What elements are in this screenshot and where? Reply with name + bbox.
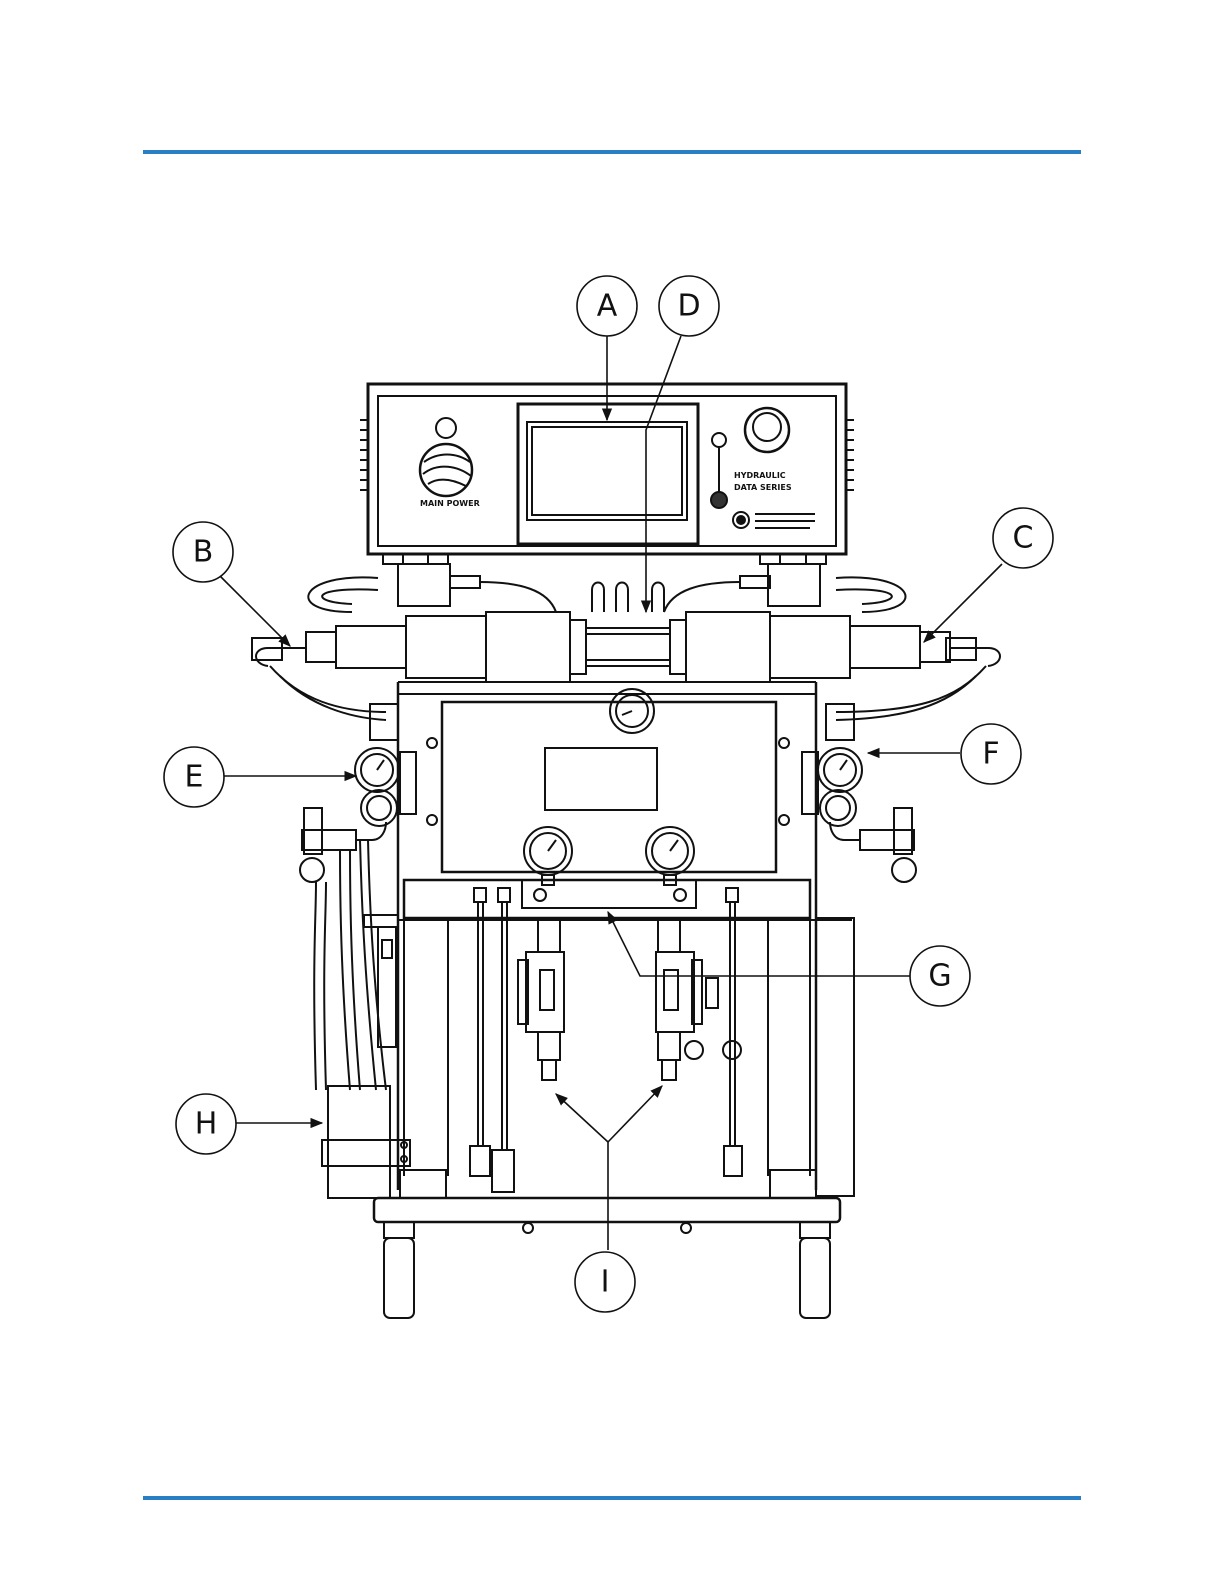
right-pressure-gauges	[802, 704, 916, 882]
sight-tube	[364, 915, 398, 1047]
right-supply-arm	[836, 638, 1000, 720]
machine-frame	[398, 682, 816, 1190]
leader-b	[216, 572, 290, 646]
touch-screen	[518, 404, 698, 544]
base-frame	[374, 1170, 840, 1238]
callout-a: A	[597, 289, 618, 324]
material-tank	[398, 918, 854, 1196]
manifold-gauges	[524, 827, 694, 885]
left-caster	[384, 1238, 414, 1318]
callout-e: E	[185, 760, 204, 795]
right-flow-meter	[656, 918, 741, 1080]
main-power-switch	[420, 418, 472, 496]
proportioner-block	[306, 612, 950, 682]
leader-d	[646, 336, 681, 612]
right-caster	[800, 1238, 830, 1318]
manifold-bar	[404, 880, 810, 918]
left-flow-meter	[518, 918, 564, 1080]
leader-i-left	[556, 1094, 608, 1250]
hydraulic-hoses	[308, 564, 905, 612]
frame-legs	[404, 918, 810, 1176]
brand-line-1: HYDRAULIC	[734, 471, 786, 480]
callout-b: B	[193, 535, 214, 570]
emergency-stop-button	[745, 408, 789, 452]
callout-d: D	[677, 289, 700, 324]
brand-logo	[733, 512, 815, 528]
brand-line-2: DATA SERIES	[734, 483, 792, 492]
callout-f: F	[982, 737, 999, 772]
center-panel	[427, 689, 789, 872]
leader-i-right	[608, 1086, 662, 1142]
left-supply-arm	[252, 638, 386, 720]
callout-g: G	[928, 959, 951, 994]
leader-g	[608, 912, 910, 976]
recirculation-tubes	[470, 888, 742, 1192]
leader-c	[924, 564, 1002, 642]
main-power-label: MAIN POWER	[420, 499, 480, 508]
callout-c: C	[1013, 521, 1034, 556]
indicator-lights	[711, 433, 727, 508]
callout-i: I	[601, 1265, 610, 1300]
callout-h: H	[195, 1107, 218, 1142]
